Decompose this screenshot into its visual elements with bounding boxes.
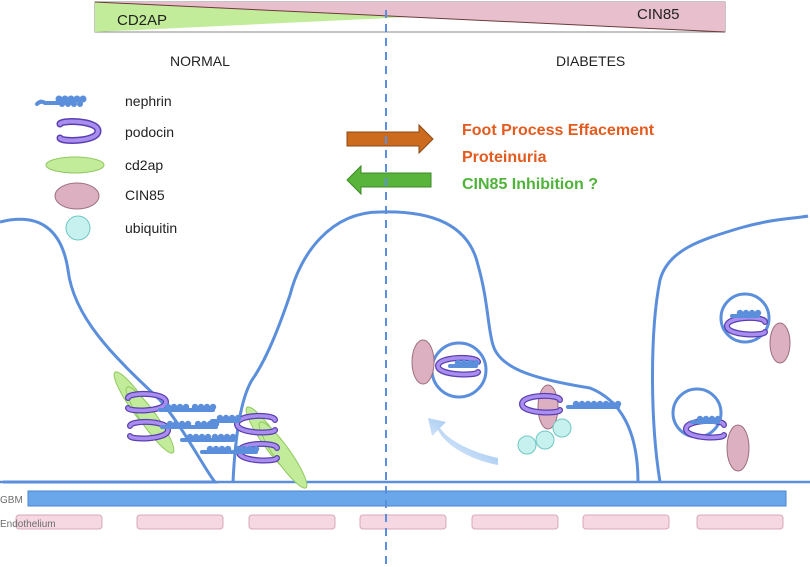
cell-membranes bbox=[0, 210, 810, 484]
normal-title: NORMAL bbox=[170, 53, 230, 69]
normal-cell-right bbox=[231, 210, 640, 483]
endothelium-label: Endothelium bbox=[0, 519, 56, 530]
proteinuria-text: Proteinuria bbox=[462, 149, 547, 166]
endocytosis-arrow bbox=[428, 418, 498, 465]
effacement-arrow bbox=[346, 123, 434, 155]
podocin-icon bbox=[56, 118, 102, 144]
effacement-text: Foot Process Effacement bbox=[462, 122, 655, 139]
normal-slit-diaphragm bbox=[113, 371, 308, 489]
vesicle-middle bbox=[411, 339, 488, 399]
cin85-icon bbox=[54, 182, 100, 210]
legend-nephrin-label: nephrin bbox=[125, 93, 172, 109]
vesicle-right-bottom bbox=[671, 387, 750, 472]
inhibition-text: CIN85 Inhibition ? bbox=[462, 176, 598, 193]
diabetes-title: DIABETES bbox=[556, 53, 625, 69]
gradient-bar: CD2AP CIN85 bbox=[94, 1, 726, 33]
gbm-label: GBM bbox=[0, 495, 23, 506]
endothelium-cells bbox=[15, 514, 784, 530]
endocytosis-site bbox=[517, 384, 622, 455]
vesicle-right-top bbox=[719, 292, 791, 364]
legend: nephrin podocin cd2ap CIN85 ubiquitin bbox=[35, 93, 177, 241]
inhibition-arrow bbox=[346, 164, 432, 196]
legend-cd2ap-label: cd2ap bbox=[125, 157, 163, 173]
gbm-layer bbox=[27, 490, 787, 507]
cin85-bar-label: CIN85 bbox=[637, 6, 680, 23]
diabetes-cell-right bbox=[651, 214, 809, 483]
nephrin-icon bbox=[35, 95, 87, 107]
cd2ap-bar-label: CD2AP bbox=[117, 12, 167, 29]
legend-podocin-label: podocin bbox=[125, 124, 174, 140]
cd2ap-icon bbox=[45, 156, 105, 174]
normal-cell-left bbox=[0, 217, 219, 484]
legend-ubiquitin-label: ubiquitin bbox=[125, 220, 177, 236]
ubiquitin-icon bbox=[65, 215, 91, 241]
legend-cin85-label: CIN85 bbox=[125, 187, 165, 203]
